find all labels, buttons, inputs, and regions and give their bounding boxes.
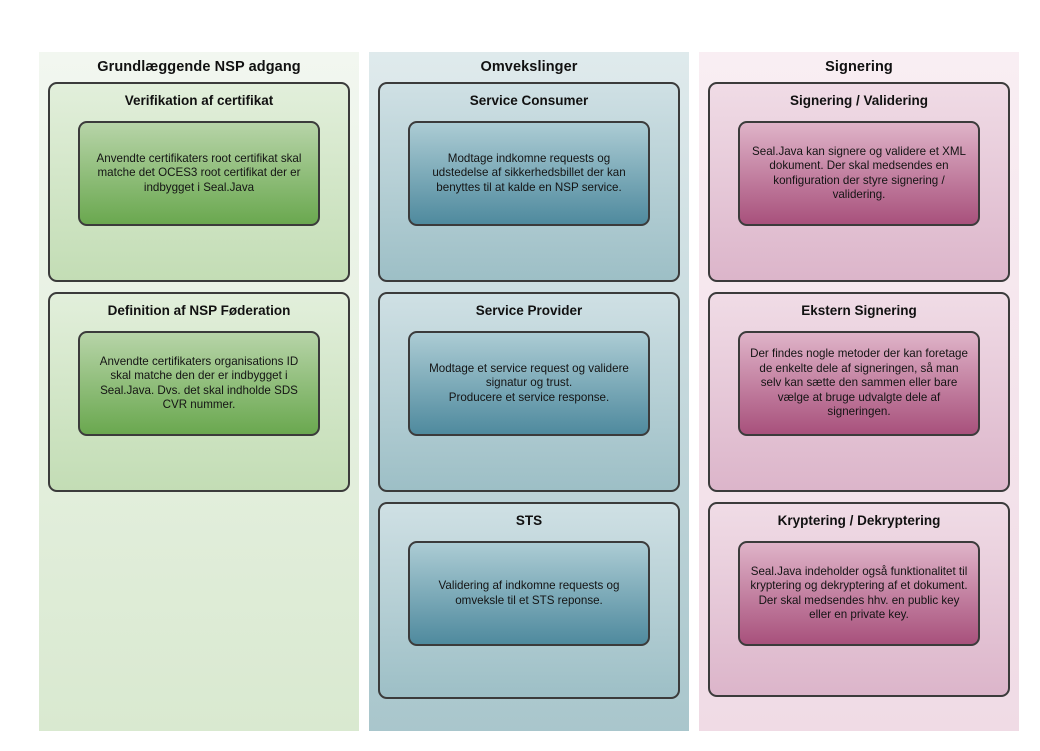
card-service-provider[interactable]: Service Provider Modtage et service requ…: [378, 292, 680, 492]
card-title: STS: [515, 513, 543, 528]
card-title: Definition af NSP Føderation: [107, 303, 291, 318]
note-text: Validering af indkomne requests og omvek…: [438, 579, 620, 607]
column-signering: Signering Signering / Validering Seal.Ja…: [699, 52, 1019, 731]
column-grundlaeggende-nsp-adgang: Grundlæggende NSP adgang Verifikation af…: [39, 52, 359, 731]
card-sts[interactable]: STS Validering af indkomne requests og o…: [378, 502, 680, 699]
card-verifikation-af-certifikat[interactable]: Verifikation af certifikat Anvendte cert…: [48, 82, 350, 282]
note-text: Seal.Java kan signere og validere et XML…: [752, 144, 966, 201]
card-kryptering-dekryptering[interactable]: Kryptering / Dekryptering Seal.Java inde…: [708, 502, 1010, 697]
card-title: Ekstern Signering: [801, 303, 917, 318]
column-omvekslinger: Omvekslinger Service Consumer Modtage in…: [369, 52, 689, 731]
note-box[interactable]: Seal.Java kan signere og validere et XML…: [738, 121, 980, 226]
note-text: Seal.Java indeholder også funktionalitet…: [750, 564, 968, 621]
note-box[interactable]: Anvendte certifikaters root certifikat s…: [78, 121, 320, 226]
card-ekstern-signering[interactable]: Ekstern Signering Der findes nogle metod…: [708, 292, 1010, 492]
card-definition-af-nsp-foederation[interactable]: Definition af NSP Føderation Anvendte ce…: [48, 292, 350, 492]
note-box[interactable]: Seal.Java indeholder også funktionalitet…: [738, 541, 980, 646]
note-text: Modtage et service request og validere s…: [429, 361, 629, 404]
card-signering-validering[interactable]: Signering / Validering Seal.Java kan sig…: [708, 82, 1010, 282]
card-title: Verifikation af certifikat: [124, 93, 274, 108]
note-text: Der findes nogle metoder der kan foretag…: [750, 347, 968, 419]
column-title: Signering: [825, 59, 893, 75]
card-title: Kryptering / Dekryptering: [777, 513, 941, 528]
card-service-consumer[interactable]: Service Consumer Modtage indkomne reques…: [378, 82, 680, 282]
note-box[interactable]: Modtage indkomne requests og udstedelse …: [408, 121, 650, 226]
note-box[interactable]: Der findes nogle metoder der kan foretag…: [738, 331, 980, 436]
card-title: Service Consumer: [469, 93, 589, 108]
note-box[interactable]: Modtage et service request og validere s…: [408, 331, 650, 436]
card-title: Service Provider: [475, 303, 583, 318]
column-title: Grundlæggende NSP adgang: [97, 59, 301, 75]
card-title: Signering / Validering: [789, 93, 929, 108]
note-box[interactable]: Validering af indkomne requests og omvek…: [408, 541, 650, 646]
column-title: Omvekslinger: [480, 59, 578, 75]
note-text: Anvendte certifikaters root certifikat s…: [96, 151, 302, 194]
note-text: Anvendte certifikaters organisations ID …: [99, 354, 299, 411]
note-text: Modtage indkomne requests og udstedelse …: [432, 151, 626, 194]
diagram-board: Grundlæggende NSP adgang Verifikation af…: [39, 52, 1029, 731]
note-box[interactable]: Anvendte certifikaters organisations ID …: [78, 331, 320, 436]
